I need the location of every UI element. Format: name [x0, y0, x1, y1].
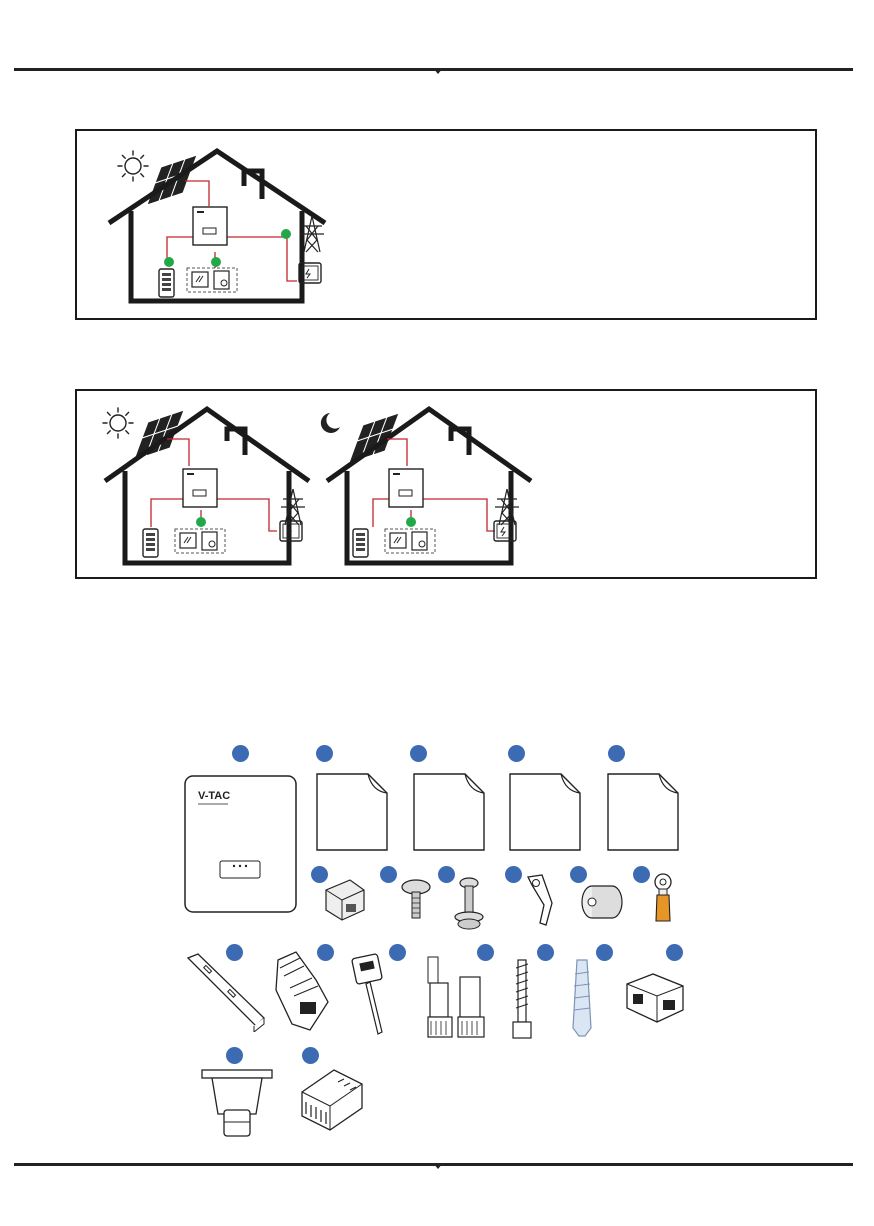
- document-icon: [607, 773, 679, 851]
- item-badge: [537, 944, 554, 961]
- terminal-block-icon: [298, 1062, 364, 1132]
- scenario-1-panel: [75, 129, 817, 320]
- sun-icon: [118, 151, 148, 181]
- item-badge: [226, 1047, 243, 1064]
- moon-icon: [321, 413, 340, 433]
- meter-icon: [299, 263, 321, 283]
- scenario-1-diagram: [77, 131, 815, 318]
- item-badge: [232, 745, 249, 762]
- wifi-cover-icon: [200, 1068, 274, 1140]
- grid-tower-icon: [281, 489, 305, 525]
- inverter-icon: [389, 469, 423, 507]
- sun-icon: [103, 408, 133, 438]
- item-badge: [596, 944, 613, 961]
- pv-connectors-icon: [424, 955, 490, 1041]
- inverter-unit: V-TAC: [184, 775, 297, 913]
- item-badge: [608, 745, 625, 762]
- item-badge: [410, 745, 427, 762]
- document-icon: [316, 773, 388, 851]
- active-nodes: [406, 517, 416, 527]
- wall-bracket-icon: [184, 952, 268, 1032]
- battery-icon: [353, 529, 368, 557]
- ct-connector-icon: [320, 876, 368, 922]
- battery-connector-icon: [623, 970, 687, 1024]
- header-rule-notch: [433, 68, 443, 74]
- household-loads-icon: [385, 529, 435, 553]
- active-nodes: [196, 517, 206, 527]
- scenario-2-panel: [75, 389, 817, 579]
- document-icon: [509, 773, 581, 851]
- flow-lines: [167, 181, 297, 281]
- grid-tower-icon: [495, 489, 519, 525]
- inverter-icon: [193, 207, 227, 245]
- battery-icon: [143, 529, 158, 557]
- comm-connector-icon: [346, 952, 396, 1040]
- item-badge: [508, 745, 525, 762]
- battery-icon: [159, 269, 174, 297]
- document-icon: [413, 773, 485, 851]
- expansion-bolt-icon: [510, 958, 534, 1040]
- wall-plug-icon: [567, 958, 597, 1038]
- footer-rule-notch: [433, 1163, 443, 1169]
- item-badge: [316, 745, 333, 762]
- scenario-2-diagram: [77, 391, 815, 577]
- household-loads-icon: [187, 268, 237, 292]
- grounding-clip-icon: [518, 873, 560, 927]
- item-badge: [633, 866, 650, 883]
- meter-icon: [494, 521, 516, 541]
- inverter-icon: [183, 469, 217, 507]
- ac-connector-icon: [270, 950, 336, 1034]
- long-screw-icon: [452, 876, 486, 932]
- short-screw-icon: [398, 878, 434, 922]
- item-badge: [380, 866, 397, 883]
- item-badge: [666, 944, 683, 961]
- household-loads-icon: [175, 529, 225, 553]
- ring-terminal-icon: [651, 873, 675, 925]
- inverter-brand-logo: V-TAC: [198, 790, 230, 802]
- sealing-plug-icon: [578, 880, 626, 922]
